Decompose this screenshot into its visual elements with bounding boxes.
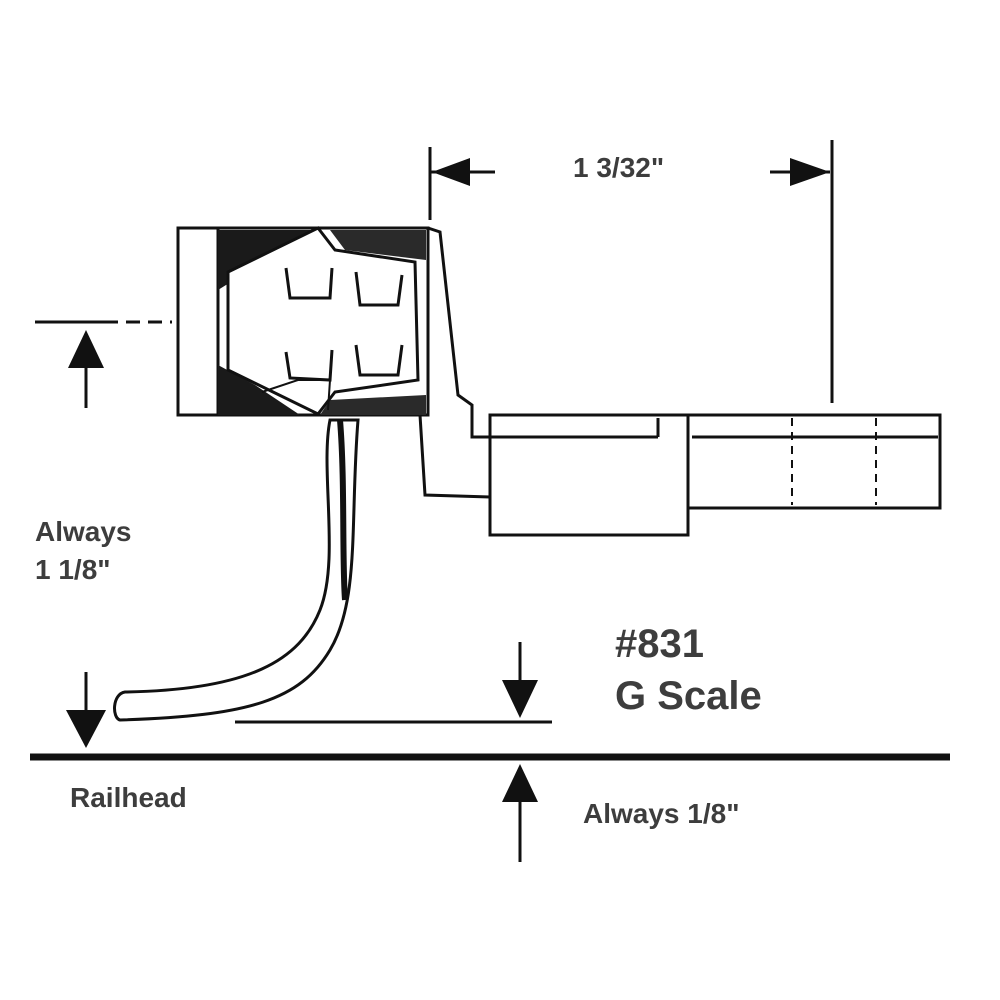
railhead-left-arrow [66, 672, 106, 748]
center-height-label-line1: Always [35, 516, 132, 547]
center-height-label-line2: 1 1/8" [35, 554, 111, 585]
clearance-dimension-label: Always 1/8" [583, 798, 740, 829]
width-dimension-label: 1 3/32" [573, 152, 665, 183]
coupler-head [176, 226, 430, 417]
product-scale: G Scale [615, 674, 762, 718]
product-number: #831 [615, 622, 704, 666]
trip-pin [113, 418, 360, 722]
clearance-dimension-marker [235, 642, 552, 862]
coupler-shank [418, 226, 942, 537]
width-dimension-marker [428, 140, 834, 403]
railhead-label: Railhead [70, 782, 187, 813]
